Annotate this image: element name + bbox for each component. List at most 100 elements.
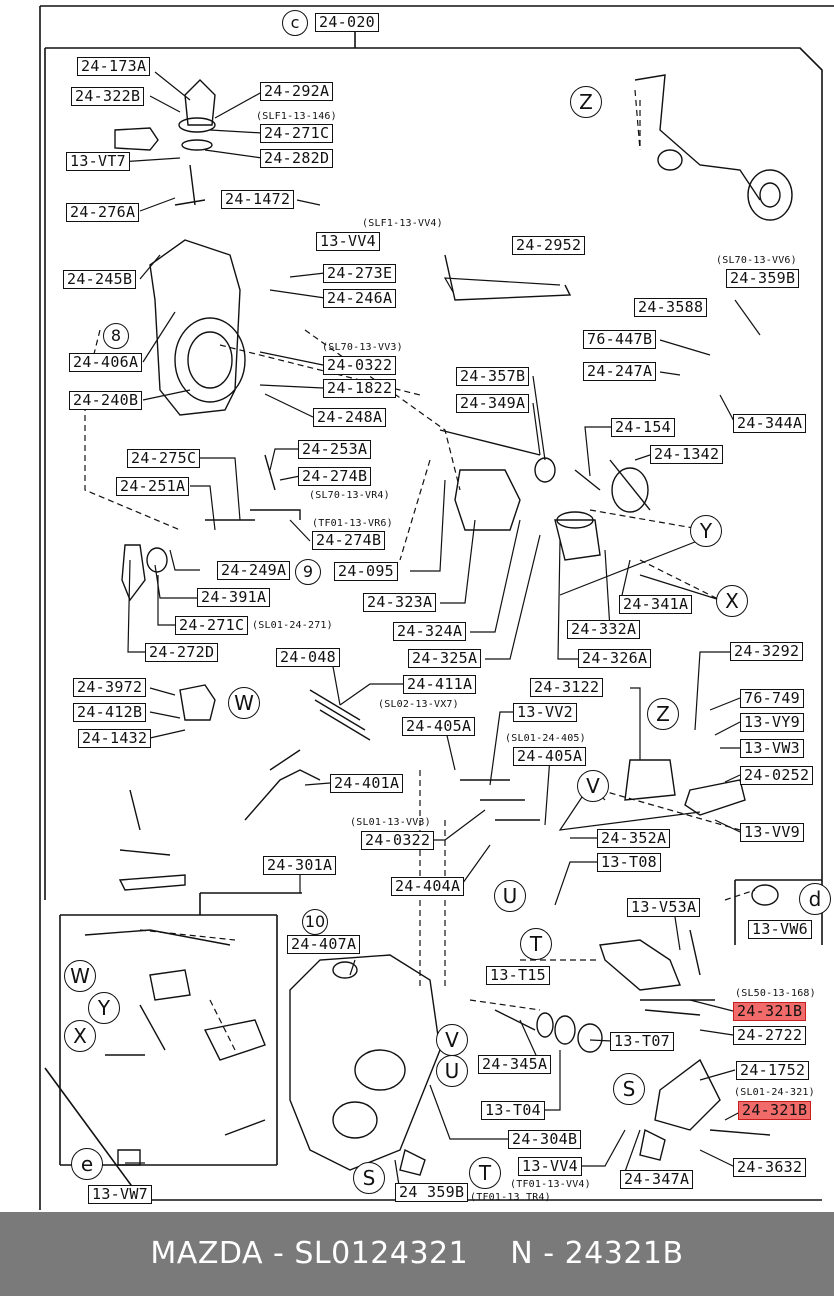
leader-lines: [39, 5, 834, 1210]
part-label-24-347A: 24-347A: [620, 1170, 694, 1189]
part-label-13-VV4: 13-VV4: [316, 232, 380, 251]
callout-w: W: [228, 687, 260, 719]
part-label-13-V53A: 13-V53A: [627, 898, 701, 917]
part-label-13-T15: 13-T15: [486, 966, 550, 985]
part-label-24-3972: 24-3972: [73, 678, 147, 697]
callout-10: 10: [302, 909, 328, 935]
part-label-24-357B: 24-357B: [456, 367, 530, 386]
part-label-24-1752: 24-1752: [736, 1061, 810, 1080]
ref-note: (SL01-24-405): [505, 733, 586, 744]
callout-x: X: [716, 585, 748, 617]
callout-c: c: [282, 10, 308, 36]
ref-note: (SL01-24-321): [734, 1087, 815, 1098]
part-label-24-246A: 24-246A: [323, 289, 397, 308]
part-label-24-1822: 24-1822: [323, 379, 397, 398]
part-label-24-245B: 24-245B: [63, 270, 137, 289]
part-label-13-T08: 13-T08: [597, 853, 661, 872]
ref-note: (TF01-13-VV4): [510, 1179, 591, 1190]
part-label-13-T07: 13-T07: [610, 1032, 674, 1051]
part-label-76-447B: 76-447B: [583, 330, 657, 349]
callout-t: T: [520, 928, 552, 960]
part-label-13-VV4-2: 13-VV4: [518, 1157, 582, 1176]
part-label-24-3122: 24-3122: [530, 678, 604, 697]
part-label-24-321B-highlighted: 24-321B: [733, 1002, 807, 1021]
ref-note: (SLF1-13-146): [256, 111, 337, 122]
callout-9: 9: [295, 559, 321, 585]
part-label-24-275C: 24-275C: [127, 449, 201, 468]
part-label-24-271C: 24-271C: [260, 124, 334, 143]
part-label-24-251A: 24-251A: [116, 477, 190, 496]
part-label-24-2952: 24-2952: [512, 236, 586, 255]
part-label-24-0322-2: 24-0322: [361, 831, 435, 850]
part-label-24-359B-2: 24 359B: [395, 1183, 469, 1202]
part-label-24-344A: 24-344A: [733, 414, 807, 433]
part-label-13-VT7: 13-VT7: [66, 152, 130, 171]
callout-s-2: S: [353, 1162, 385, 1194]
part-label-24-323A: 24-323A: [363, 593, 437, 612]
part-label-24-405A: 24-405A: [402, 717, 476, 736]
part-label-24-349A: 24-349A: [456, 394, 530, 413]
caption-text: MAZDA - SL0124321 N - 24321B: [0, 1236, 834, 1271]
brand-part-number: MAZDA - SL0124321: [150, 1236, 469, 1271]
callout-z: Z: [570, 86, 602, 118]
part-label-24-391A: 24-391A: [197, 588, 271, 607]
part-label-24-332A: 24-332A: [567, 620, 641, 639]
ref-note: (SL50-13-168): [735, 988, 816, 999]
callout-u: U: [494, 880, 526, 912]
part-label-24-247A: 24-247A: [583, 362, 657, 381]
ref-note: (TF01-13 TR4): [470, 1192, 551, 1203]
callout-v: V: [577, 770, 609, 802]
ref-note: (TF01-13-VR6): [312, 518, 393, 529]
part-label-13-T04: 13-T04: [481, 1101, 545, 1120]
part-label-24-322B: 24-322B: [71, 87, 145, 106]
part-label-24-173A: 24-173A: [77, 57, 151, 76]
part-label-13-VW7: 13-VW7: [88, 1185, 152, 1204]
callout-d: d: [799, 883, 831, 915]
part-label-24-276A: 24-276A: [66, 203, 140, 222]
part-label-24-3632: 24-3632: [733, 1158, 807, 1177]
part-label-24-292A: 24-292A: [260, 82, 334, 101]
part-label-24-253A: 24-253A: [298, 440, 372, 459]
caption-bar: MAZDA - SL0124321 N - 24321B: [0, 1212, 834, 1296]
part-label-13-VY9: 13-VY9: [740, 713, 804, 732]
ref-note: (SL02-13-VX7): [378, 699, 459, 710]
ref-note: (SL01-24-271): [252, 620, 333, 631]
ref-note: (SL01-13-VV3): [350, 817, 431, 828]
part-label-24-2722: 24-2722: [733, 1026, 807, 1045]
part-label-24-048: 24-048: [276, 648, 340, 667]
part-label-24-359B: 24-359B: [726, 269, 800, 288]
part-label-24-1472: 24-1472: [221, 190, 295, 209]
part-label-24-325A: 24-325A: [408, 649, 482, 668]
part-label-24-020: 24-020: [315, 13, 379, 32]
part-label-24-345A: 24-345A: [478, 1055, 552, 1074]
part-label-24-1432: 24-1432: [78, 729, 152, 748]
part-code: N - 24321B: [510, 1236, 684, 1271]
part-label-24-341A: 24-341A: [619, 595, 693, 614]
part-label-24-1342: 24-1342: [650, 445, 724, 464]
callout-w-inset: W: [64, 960, 96, 992]
part-label-24-406A: 24-406A: [69, 353, 143, 372]
part-label-24-407A: 24-407A: [287, 935, 361, 954]
part-label-76-749: 76-749: [740, 689, 804, 708]
part-label-24-273E: 24-273E: [323, 264, 397, 283]
part-label-24-301A: 24-301A: [263, 856, 337, 875]
part-label-24-404A: 24-404A: [391, 877, 465, 896]
ref-note: (SL70-13-VR4): [309, 490, 390, 501]
callout-8: 8: [103, 323, 129, 349]
part-label-24-249A: 24-249A: [217, 561, 291, 580]
part-label-24-154: 24-154: [611, 418, 675, 437]
callout-x-inset: X: [64, 1020, 96, 1052]
callout-u-2: U: [436, 1055, 468, 1087]
part-label-24-271C-2: 24-271C: [175, 616, 249, 635]
part-label-13-VV9: 13-VV9: [740, 823, 804, 842]
part-label-24-304B: 24-304B: [508, 1130, 582, 1149]
callout-z-2: Z: [647, 698, 679, 730]
part-label-24-411A: 24-411A: [403, 675, 477, 694]
part-label-13-VV2: 13-VV2: [513, 703, 577, 722]
parts-diagram: 24-020 24-173A 24-322B 13-VT7 24-292A 24…: [39, 5, 834, 1210]
part-label-24-321B-highlighted-2: 24-321B: [738, 1101, 812, 1120]
part-label-24-352A: 24-352A: [597, 829, 671, 848]
part-label-24-412B: 24-412B: [73, 703, 147, 722]
part-label-24-405A-2: 24-405A: [513, 747, 587, 766]
part-label-24-274B: 24-274B: [298, 467, 372, 486]
